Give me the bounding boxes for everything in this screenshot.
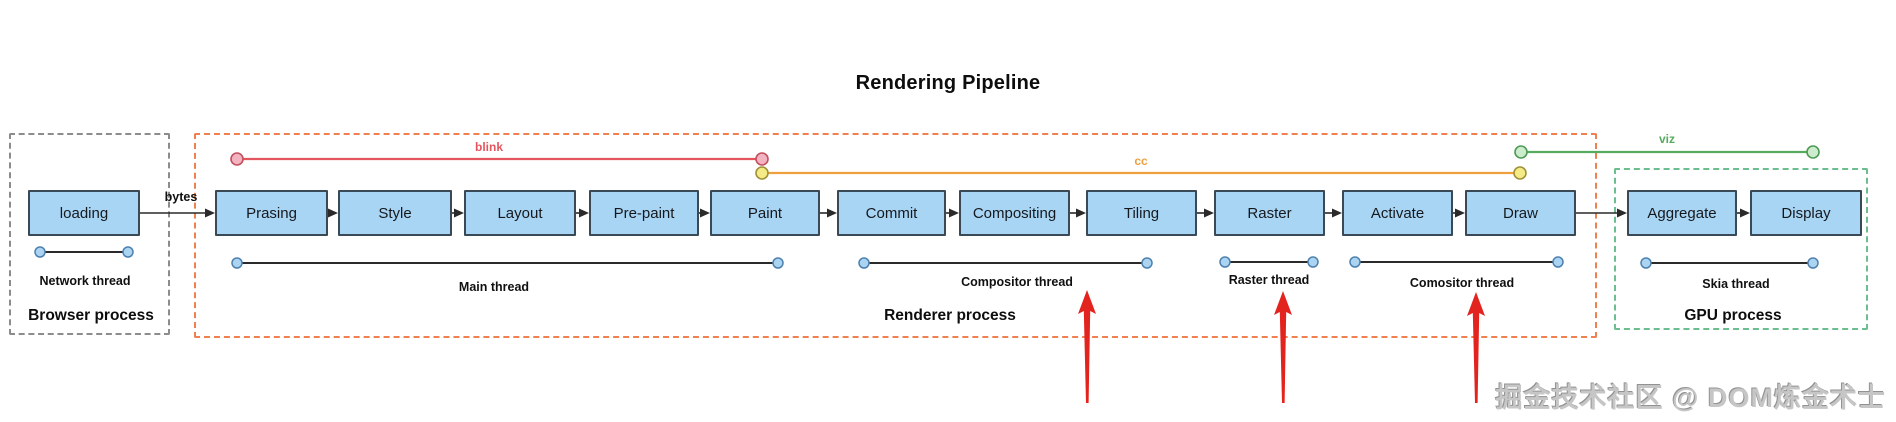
- stage-box-prasing: Prasing: [215, 190, 328, 236]
- stage-box-layout: Layout: [464, 190, 576, 236]
- network-thread-label: Network thread: [39, 274, 131, 288]
- stage-box-pre-paint: Pre-paint: [589, 190, 699, 236]
- gpu-process-box: [1614, 168, 1868, 330]
- gpu-process-label: GPU process: [1684, 307, 1782, 324]
- skia-thread-endpoint-dot-right: [1807, 257, 1819, 269]
- flow-arrowhead-icon-aggregate: [1617, 208, 1627, 218]
- flow-arrowhead-icon-draw: [1455, 208, 1465, 218]
- flow-arrowhead-icon-compositing: [949, 208, 959, 218]
- flow-arrowhead-icon-activate: [1332, 208, 1342, 218]
- cc-track-label: cc: [1134, 154, 1148, 168]
- compositor-thread-endpoint-dot-left: [858, 257, 870, 269]
- flow-arrowhead-icon-pre-paint: [579, 208, 589, 218]
- stage-box-aggregate: Aggregate: [1627, 190, 1737, 236]
- stage-box-style: Style: [338, 190, 452, 236]
- flow-arrowhead-icon-style: [328, 208, 338, 218]
- network-thread-endpoint-dot-right: [122, 246, 134, 258]
- red-up-arrow-icon-3: [1467, 292, 1485, 403]
- flow-arrowhead-icon-prasing: [205, 208, 215, 218]
- flow-arrowhead-icon-tiling: [1076, 208, 1086, 218]
- stage-box-paint: Paint: [710, 190, 820, 236]
- stage-box-tiling: Tiling: [1086, 190, 1197, 236]
- stage-box-activate: Activate: [1342, 190, 1453, 236]
- stage-box-compositing: Compositing: [959, 190, 1070, 236]
- stage-box-display: Display: [1750, 190, 1862, 236]
- browser-process-box: [9, 133, 170, 335]
- comositor-thread-label: Comositor thread: [1409, 276, 1515, 290]
- red-up-arrow-icon-1: [1078, 290, 1096, 403]
- cc-endpoint-dot-right: [1513, 166, 1527, 180]
- raster-thread-endpoint-dot-left: [1219, 256, 1231, 268]
- stage-box-raster: Raster: [1214, 190, 1325, 236]
- flow-arrowhead-icon-paint: [700, 208, 710, 218]
- renderer-process-label: Renderer process: [884, 307, 1016, 324]
- watermark-text: 掘金技术社区 @ DOM炼金术士: [1495, 383, 1886, 413]
- cc-endpoint-dot-left: [755, 166, 769, 180]
- flow-arrowhead-icon-raster: [1204, 208, 1214, 218]
- bytes-label: bytes: [164, 190, 198, 204]
- blink-endpoint-dot-left: [230, 152, 244, 166]
- main-thread-endpoint-dot-left: [231, 257, 243, 269]
- flow-arrowhead-icon-layout: [454, 208, 464, 218]
- viz-endpoint-dot-left: [1514, 145, 1528, 159]
- stage-box-draw: Draw: [1465, 190, 1576, 236]
- main-thread-endpoint-dot-right: [772, 257, 784, 269]
- main-thread-label: Main thread: [458, 280, 530, 294]
- raster-thread-endpoint-dot-right: [1307, 256, 1319, 268]
- red-up-arrow-icon-2: [1274, 291, 1292, 403]
- renderer-process-box: [194, 133, 1597, 338]
- diagram-title: Rendering Pipeline: [855, 72, 1041, 94]
- comositor-thread-endpoint-dot-right: [1552, 256, 1564, 268]
- viz-track-label: viz: [1658, 132, 1676, 146]
- flow-arrowhead-icon-display: [1740, 208, 1750, 218]
- raster-thread-label: Raster thread: [1228, 273, 1310, 287]
- stage-box-loading: loading: [28, 190, 140, 236]
- skia-thread-endpoint-dot-left: [1640, 257, 1652, 269]
- network-thread-endpoint-dot-left: [34, 246, 46, 258]
- browser-process-label: Browser process: [28, 307, 154, 324]
- blink-endpoint-dot-right: [755, 152, 769, 166]
- blink-track-label: blink: [474, 140, 504, 154]
- stage-box-commit: Commit: [837, 190, 946, 236]
- comositor-thread-endpoint-dot-left: [1349, 256, 1361, 268]
- compositor-thread-label: Compositor thread: [961, 275, 1073, 289]
- skia-thread-label: Skia thread: [1702, 277, 1770, 291]
- compositor-thread-endpoint-dot-right: [1141, 257, 1153, 269]
- viz-endpoint-dot-right: [1806, 145, 1820, 159]
- flow-arrowhead-icon-commit: [827, 208, 837, 218]
